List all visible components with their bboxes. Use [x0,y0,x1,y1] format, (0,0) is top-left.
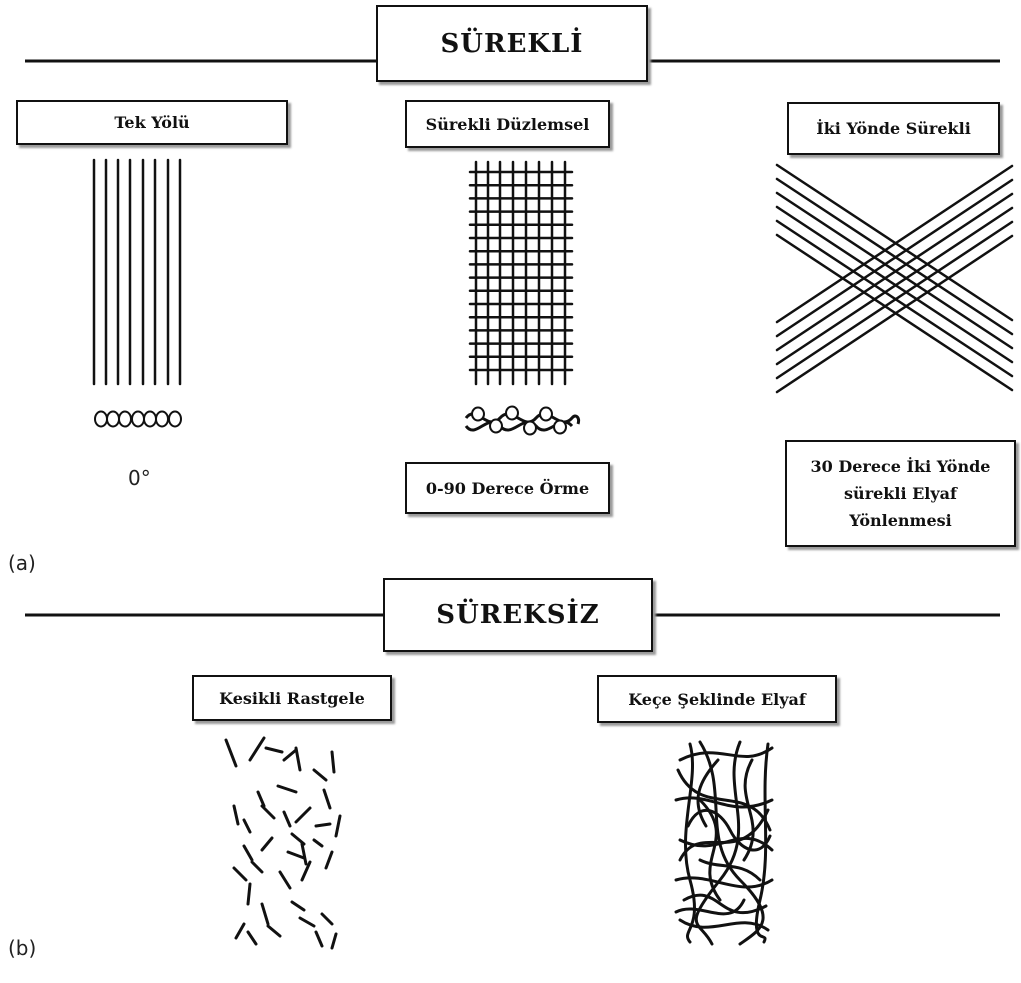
fiber-up-right [775,192,1014,352]
felt-fiber [694,740,742,946]
unidirectional-fibers [92,158,182,386]
fiber-up-right [775,178,1014,338]
weave-fiber-circle [539,406,553,422]
felt-fiber [676,768,772,832]
chopped-fiber [294,746,302,772]
chopped-fiber [320,912,334,926]
chopped-fiber [232,866,248,882]
chopped-fiber [246,930,258,946]
planar-weave-grid [468,160,574,386]
chopped-fiber [260,902,270,926]
chopped-fiber [312,768,328,782]
fiber-end-circle [143,410,157,428]
bidirectional-fibers [775,163,1014,394]
random-chopped-title: Kesikli Rastgele [192,675,392,721]
chopped-fiber [312,838,324,848]
felt-fiber [698,798,722,902]
fiber-up-right [775,206,1014,366]
felt-fiber [683,742,696,944]
unidirectional-title: Tek Yölü [16,100,288,145]
chopped-fiber [324,850,334,870]
planar-caption: 0-90 Derece Örme [405,462,610,514]
chopped-fiber [278,870,292,890]
chopped-fiber [314,822,332,828]
chopped-fiber [282,810,292,828]
chopped-fiber [286,850,306,860]
panel-label-b: (b) [8,936,37,960]
felt-fiber [696,758,720,828]
fiber-end-circle [106,410,120,428]
chopped-fiber [234,922,246,940]
felt-fiber [678,918,770,932]
chopped-fiber [300,842,308,866]
felt-fiber [698,740,765,946]
felt-fiber [698,858,762,882]
chopped-fiber [266,924,282,938]
chopped-fiber [334,814,342,838]
felt-fiber [742,758,755,862]
felt-fiber [678,808,770,862]
felt-fiber [674,876,774,889]
chopped-fiber [242,818,252,834]
fiber-end-circle [155,410,169,428]
weave-cross-section [464,405,580,436]
planar-title: Sürekli Düzlemsel [405,100,610,148]
chopped-fiber [330,932,338,950]
chopped-fiber [260,804,276,820]
chopped-fiber [256,790,266,808]
chopped-fiber [250,860,264,874]
weave-fiber-circle [523,420,537,436]
bidirectional-caption: 30 Derece İki Yönde sürekli Elyaf Yönlen… [785,440,1016,547]
weave-fiber-circle [489,418,503,434]
panel-label-a: (a) [8,551,36,575]
felt-fiber [674,898,746,916]
unidirectional-cross-section [94,410,182,428]
chopped-fiber [330,750,336,774]
angle-label: 0° [128,466,151,490]
fiber-up-right [775,220,1014,380]
chopped-fiber [290,832,306,846]
felt-fiber [674,796,774,809]
chopped-fiber [294,806,312,824]
felt-fiber [678,746,774,762]
chopped-fiber [246,882,252,906]
weave-fiber-circle [505,405,519,421]
fiber-end-circle [118,410,132,428]
chopped-fiber [290,900,306,912]
felt-fiber [754,742,770,944]
chopped-fiber [298,916,316,928]
chopped-fiber [322,788,332,810]
discontinuous-header: SÜREKSİZ [383,578,653,652]
weave-fiber-circle [553,419,567,435]
chopped-fiber [314,930,324,948]
fiber-end-circle [168,410,182,428]
chopped-fiber [276,784,298,794]
chopped-random-fibers [224,736,342,950]
chopped-fiber [224,738,238,768]
chopped-fiber [264,746,284,754]
chopped-fiber [232,804,240,826]
felt-fiber [682,893,768,914]
felt-title: Keçe Şeklinde Elyaf [597,675,837,723]
chopped-fiber [282,748,298,762]
felt-mat-fibers [674,740,774,946]
chopped-fiber [300,860,312,882]
chopped-fiber [248,736,266,762]
chopped-fiber [260,836,274,852]
weave-fiber-circle [471,406,485,422]
fiber-up-right [775,234,1014,394]
continuous-header: SÜREKLİ [376,5,648,82]
bidirectional-title: İki Yönde Sürekli [787,102,1000,155]
chopped-fiber [242,844,254,862]
fiber-end-circle [94,410,108,428]
fiber-end-circle [131,410,145,428]
fiber-up-right [775,164,1014,324]
